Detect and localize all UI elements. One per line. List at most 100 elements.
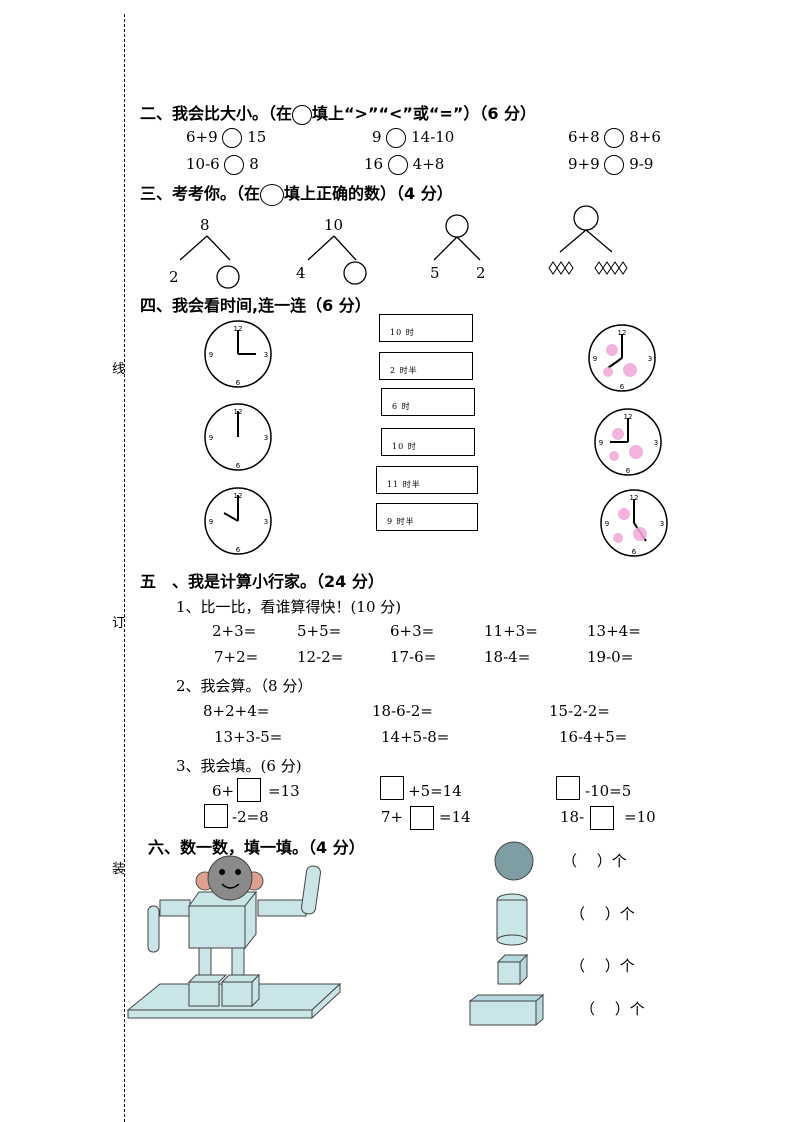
number-trees xyxy=(179,205,628,289)
section3-title-tail: 填上正确的数）（4 分） xyxy=(284,184,453,203)
section3-title-head: 三、考考你。（在 xyxy=(140,184,261,203)
tree-right: 2 xyxy=(476,264,486,282)
svg-text:9: 9 xyxy=(209,434,213,442)
section6-title: 六、数一数，填一填。（4 分） xyxy=(148,838,365,857)
equation: 5+5= xyxy=(297,622,342,640)
svg-text:6: 6 xyxy=(236,462,241,470)
equation: 6+3= xyxy=(390,622,435,640)
svg-text:3: 3 xyxy=(264,518,268,526)
section2-title: 二、我会比大小。（在填上“>”“<”或“=”）（6 分） xyxy=(140,100,536,125)
answer-box[interactable] xyxy=(590,806,614,830)
count-answer[interactable]: （ ）个 xyxy=(562,852,627,870)
compare-item: 6+8 8+6 xyxy=(568,128,661,148)
binding-dashed-line xyxy=(124,14,125,1122)
q3-title: 3、我会填。(6 分) xyxy=(176,757,302,775)
count-answer[interactable]: （ ）个 xyxy=(580,1000,645,1018)
section2-title-tail: 填上“>”“<”或“=”）（6 分） xyxy=(312,104,537,123)
compare-item: 9+9 9-9 xyxy=(568,155,654,175)
equation: 8+2+4= xyxy=(203,702,270,720)
answer-circle[interactable] xyxy=(224,155,245,175)
svg-text:6: 6 xyxy=(236,546,241,554)
svg-text:6: 6 xyxy=(236,379,241,387)
q2-title: 2、我会算。（8 分） xyxy=(176,677,313,695)
svg-text:9: 9 xyxy=(209,351,213,359)
answer-circle xyxy=(343,261,367,285)
equation: 11+3= xyxy=(484,622,538,640)
svg-text:9: 9 xyxy=(209,518,213,526)
svg-text:12: 12 xyxy=(234,492,243,500)
time-box[interactable]: 10 时 xyxy=(379,314,473,342)
fill-text: 6+ xyxy=(212,782,235,800)
time-box[interactable]: 9 时半 xyxy=(376,503,478,531)
svg-text:9: 9 xyxy=(605,520,609,528)
clock-right-2 xyxy=(594,408,662,476)
compare-item: 10-6 8 xyxy=(186,155,259,175)
answer-circle[interactable] xyxy=(387,155,408,175)
time-box[interactable]: 6 时 xyxy=(381,388,475,416)
fill-text: -2=8 xyxy=(232,808,269,826)
circle-icon xyxy=(260,183,285,206)
svg-text:3: 3 xyxy=(654,439,658,447)
margin-label-ding: 订 xyxy=(112,616,126,631)
clock-left-2 xyxy=(204,403,272,471)
count-answer[interactable]: （ ）个 xyxy=(570,957,635,975)
svg-text:6: 6 xyxy=(632,548,637,556)
margin-label-zhuang: 装 xyxy=(112,862,126,877)
equation: 16-4+5= xyxy=(559,728,628,746)
circle-icon xyxy=(292,104,313,125)
answer-circle[interactable] xyxy=(604,155,625,175)
fill-text: 7+ xyxy=(381,808,404,826)
fill-text: =13 xyxy=(268,782,300,800)
time-box[interactable]: 10 时 xyxy=(381,428,475,456)
answer-box[interactable] xyxy=(410,806,434,830)
svg-text:3: 3 xyxy=(660,520,664,528)
section3-title: 三、考考你。（在 填上正确的数）（4 分） xyxy=(140,180,453,206)
tree-left: 4 xyxy=(296,264,306,282)
tree-left: 5 xyxy=(430,264,440,282)
answer-circle[interactable] xyxy=(386,128,407,148)
answer-circle[interactable] xyxy=(604,128,625,148)
svg-text:12: 12 xyxy=(234,408,243,416)
equation: 19-0= xyxy=(587,648,634,666)
tree-top: 8 xyxy=(200,216,210,234)
tree-left: 2 xyxy=(169,268,179,286)
count-answer[interactable]: （ ）个 xyxy=(570,905,635,923)
answer-circle[interactable] xyxy=(222,128,243,148)
svg-text:3: 3 xyxy=(264,434,268,442)
fill-text: =14 xyxy=(439,808,471,826)
margin-label-xian: 线 xyxy=(112,362,126,377)
compare-item: 16 4+8 xyxy=(364,155,445,175)
clock-left-3 xyxy=(204,487,272,555)
equation: 13+3-5= xyxy=(214,728,283,746)
section5-title: 五 、我是计算小行家。（24 分） xyxy=(140,572,384,591)
equation: 15-2-2= xyxy=(549,702,610,720)
q1-title: 1、比一比，看谁算得快！(10 分) xyxy=(176,598,402,616)
svg-text:6: 6 xyxy=(626,467,631,475)
answer-box[interactable] xyxy=(556,776,580,800)
answer-box[interactable] xyxy=(237,778,261,802)
section4-title: 四、我会看时间,连一连（6 分） xyxy=(140,296,371,315)
fill-text: -10=5 xyxy=(585,782,632,800)
answer-box[interactable] xyxy=(204,804,228,828)
time-box[interactable]: 2 时半 xyxy=(379,352,473,380)
compare-item: 9 14-10 xyxy=(372,128,455,148)
fill-text: +5=14 xyxy=(408,782,462,800)
solid-shapes xyxy=(468,841,545,1027)
answer-circle xyxy=(216,265,240,289)
equation: 14+5-8= xyxy=(381,728,450,746)
equation: 18-4= xyxy=(484,648,531,666)
equation: 7+2= xyxy=(214,648,259,666)
equation: 12-2= xyxy=(297,648,344,666)
svg-text:12: 12 xyxy=(624,413,633,421)
equation: 13+4= xyxy=(587,622,641,640)
svg-text:9: 9 xyxy=(593,355,597,363)
answer-box[interactable] xyxy=(380,776,404,800)
clock-left-1 xyxy=(204,320,272,388)
svg-text:12: 12 xyxy=(618,329,627,337)
equation: 18-6-2= xyxy=(372,702,433,720)
time-box[interactable]: 11 时半 xyxy=(376,466,478,494)
fill-text: 18- xyxy=(560,808,585,826)
section2-title-head: 二、我会比大小。（在 xyxy=(140,104,293,123)
